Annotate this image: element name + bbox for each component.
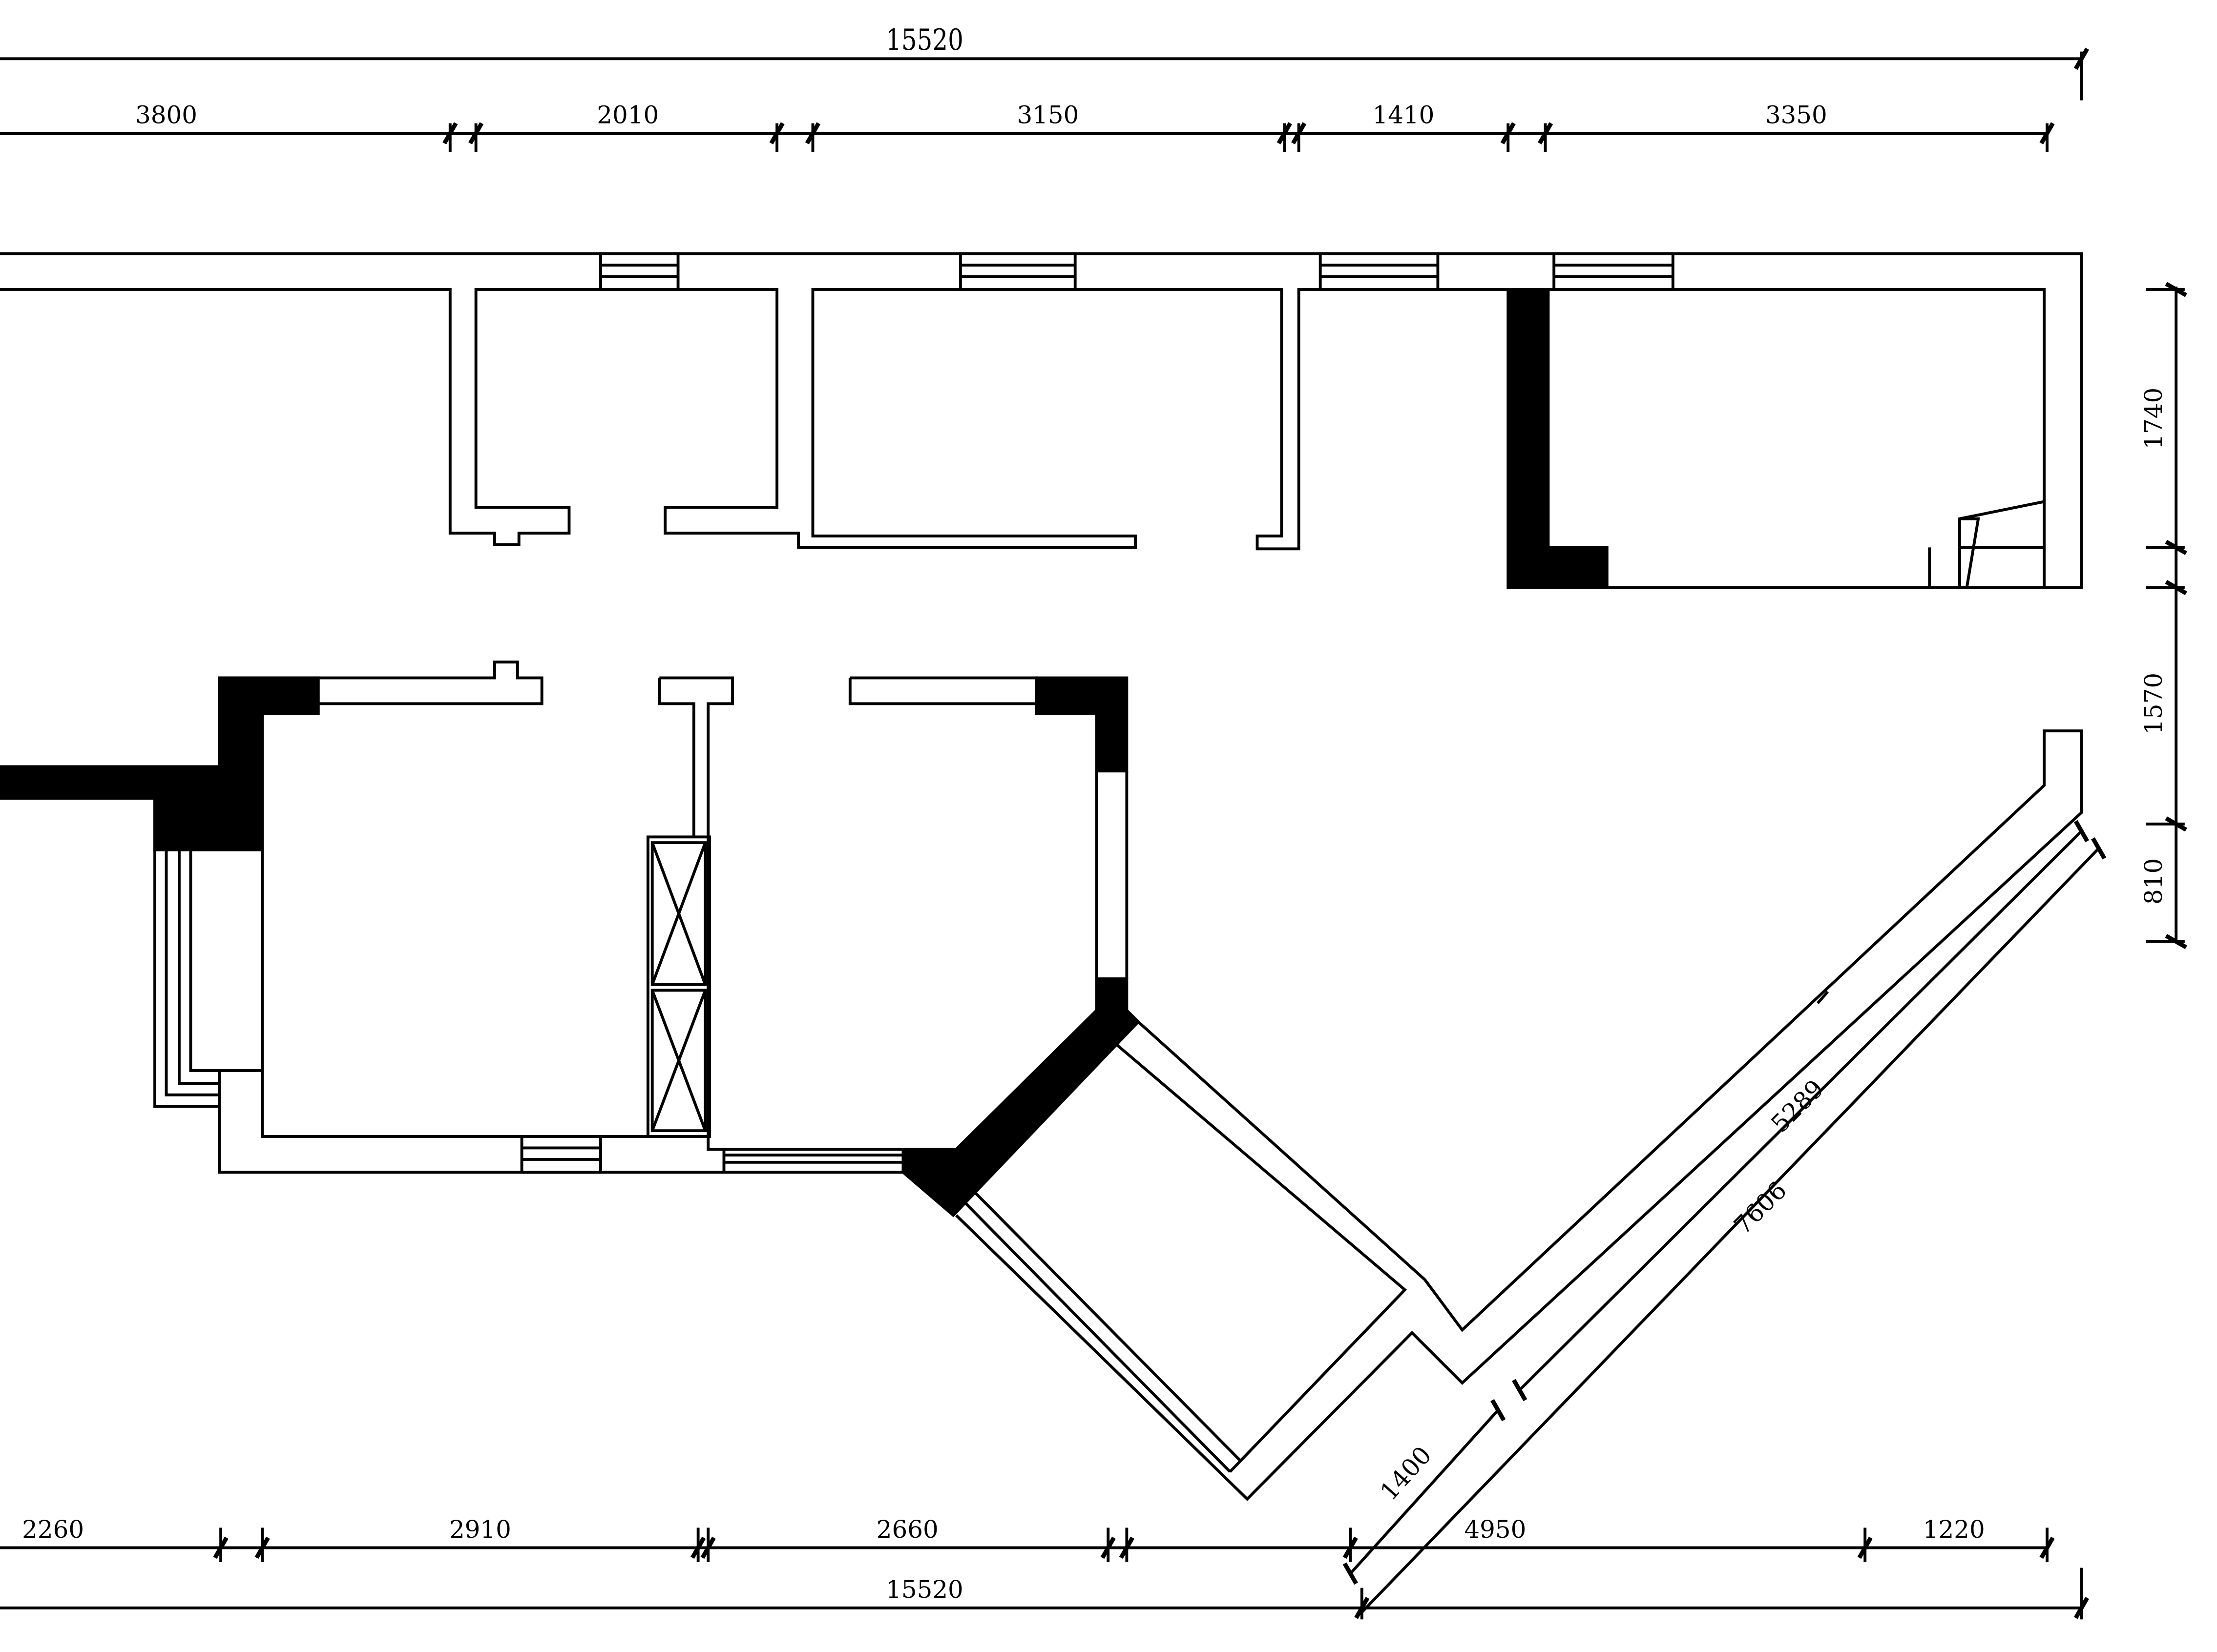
- dim-diagonal-outer: 7606: [1728, 1176, 1792, 1240]
- dim-bottom-segment-3: 2660: [877, 1515, 939, 1544]
- dim-right-segment-3: 810: [2139, 858, 2168, 905]
- window-top-2: [959, 252, 1077, 291]
- lower-windows: [520, 1135, 903, 1174]
- window-top-4: [1552, 252, 1674, 291]
- structural-column-diagonal: [901, 977, 1140, 1218]
- window-top-3: [1318, 252, 1440, 291]
- dim-bottom-total: 15520: [886, 1575, 963, 1604]
- dim-bottom-segment-5: 1220: [1923, 1515, 1985, 1544]
- dim-bottom-segment-1: 2260: [22, 1515, 84, 1544]
- structural-column-mid-top: [1035, 676, 1129, 773]
- angled-balcony: [955, 729, 2083, 1501]
- dim-right-segment-2: 1570: [2139, 673, 2168, 735]
- dim-top-segment-1: 3800: [135, 101, 197, 129]
- top-ticks: [442, 122, 2055, 152]
- dim-diagonal-inner: 5289: [1766, 1074, 1830, 1138]
- dim-top-segment-3: 3150: [1017, 101, 1079, 129]
- window-bottom-2: [722, 1149, 903, 1173]
- dim-diagonal-short: 1400: [1375, 1441, 1437, 1506]
- right-dimension-group: 1740 1570 810: [2139, 282, 2187, 950]
- structural-column-left-fill: [0, 676, 320, 851]
- top-windows: [599, 252, 1674, 291]
- cabinet-unit: [646, 835, 711, 1138]
- bottom-dimension-group: 2260 2910 2660 4950 1220 15520: [0, 1515, 2090, 1620]
- top-dimension-group: 15520 3800: [0, 23, 2090, 152]
- lower-wall-block: [153, 661, 1129, 1174]
- window-top-1: [599, 252, 680, 291]
- top-wall-block: [0, 252, 2083, 589]
- dim-bottom-segment-2: 2910: [449, 1515, 511, 1544]
- dim-bottom-segment-4: 4950: [1464, 1515, 1526, 1544]
- dim-top-total: 15520: [886, 23, 963, 57]
- dim-top-segment-4: 1410: [1372, 101, 1434, 129]
- dim-top-segment-5: 3350: [1765, 101, 1827, 129]
- dim-top-segment-2: 2010: [597, 101, 659, 129]
- structural-column-top-right: [1506, 288, 1609, 589]
- diagonal-dimension-group: 1400 5289 7606: [1342, 820, 2107, 1613]
- window-bottom-1: [520, 1135, 602, 1174]
- dim-right-segment-1: 1740: [2139, 388, 2168, 450]
